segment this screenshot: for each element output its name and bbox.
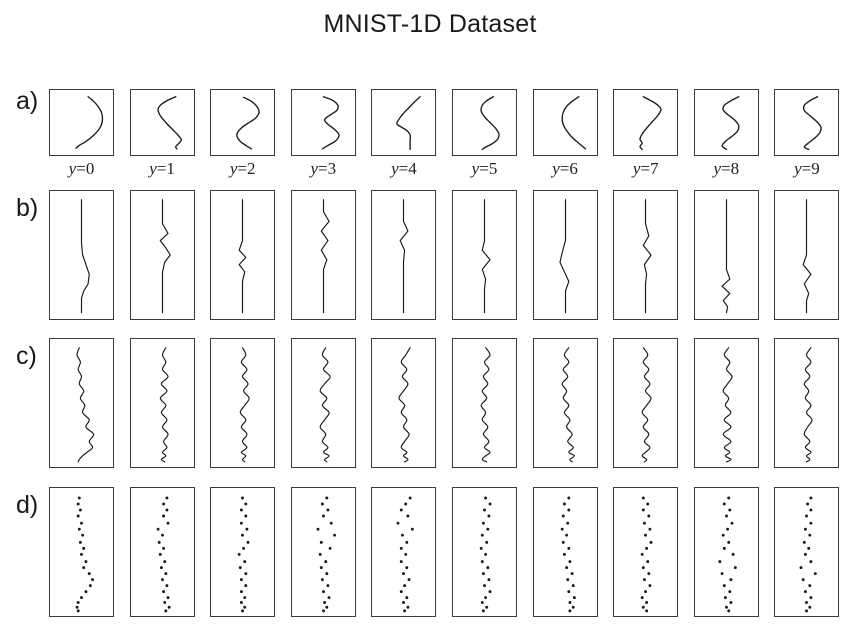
- class-label-equals: =: [156, 159, 167, 178]
- panel-b-class-7[interactable]: [613, 190, 679, 320]
- panel-c-class-2[interactable]: [210, 338, 276, 468]
- class-label-equals: =: [237, 159, 247, 178]
- class-label-1: y=1: [130, 159, 195, 179]
- class-label-3: y=3: [291, 159, 356, 179]
- row-label-c: c): [16, 342, 37, 370]
- class-label-variable: y: [229, 159, 238, 178]
- class-label-variable: y: [391, 159, 399, 178]
- class-label-equals: =: [479, 159, 489, 178]
- panel-d-class-7[interactable]: [613, 487, 679, 617]
- panel-d-class-1[interactable]: [129, 487, 195, 617]
- class-label-value: 5: [488, 159, 498, 178]
- panel-a-class-6[interactable]: [532, 89, 598, 156]
- row-label-d: d): [16, 491, 39, 519]
- class-label-value: 3: [327, 159, 337, 178]
- panel-c-class-4[interactable]: [371, 338, 437, 468]
- panel-b-class-9[interactable]: [774, 190, 840, 320]
- panel-row-c: c): [0, 338, 860, 468]
- panel-c-class-8[interactable]: [693, 338, 759, 468]
- panel-a-class-2[interactable]: [210, 89, 276, 156]
- panel-b-class-5[interactable]: [452, 190, 517, 320]
- class-label-equals: =: [318, 159, 328, 178]
- panel-c-class-7[interactable]: [613, 338, 679, 468]
- panel-b-class-2[interactable]: [210, 190, 276, 320]
- class-label-variable: y: [794, 159, 802, 178]
- panel-row-b: b): [0, 190, 860, 320]
- class-label-equals: =: [640, 159, 650, 178]
- class-label-equals: =: [76, 159, 86, 178]
- panel-row-d: d): [0, 487, 860, 617]
- class-label-variable: y: [713, 159, 722, 178]
- panel-c-class-0[interactable]: [49, 338, 114, 468]
- panel-a-class-9[interactable]: [774, 89, 840, 156]
- panel-d-class-9[interactable]: [774, 487, 840, 617]
- panel-c-class-1[interactable]: [129, 338, 195, 468]
- class-label-value: 4: [408, 159, 417, 178]
- class-label-equals: =: [801, 159, 812, 178]
- panel-b-class-0[interactable]: [49, 190, 114, 320]
- class-label-value: 9: [811, 159, 820, 178]
- class-label-value: 2: [247, 159, 256, 178]
- panel-b-class-3[interactable]: [290, 190, 356, 320]
- panel-c-class-5[interactable]: [452, 338, 517, 468]
- class-label-value: 6: [569, 159, 578, 178]
- panel-d-class-3[interactable]: [290, 487, 356, 617]
- panel-a-class-0[interactable]: [49, 89, 114, 156]
- class-label-6: y=6: [533, 159, 598, 179]
- panel-a-class-4[interactable]: [371, 89, 437, 156]
- figure-title: MNIST-1D Dataset: [323, 10, 537, 38]
- class-label-value: 1: [166, 159, 175, 178]
- class-label-variable: y: [471, 159, 480, 178]
- class-label-value: 8: [730, 159, 740, 178]
- class-label-value: 0: [85, 159, 95, 178]
- panel-b-class-1[interactable]: [129, 190, 195, 320]
- class-label-9: y=9: [774, 159, 839, 179]
- row-label-a: a): [16, 87, 39, 115]
- panel-b-class-6[interactable]: [532, 190, 598, 320]
- panel-c-class-6[interactable]: [532, 338, 598, 468]
- class-label-value: 7: [650, 159, 659, 178]
- class-label-variable: y: [149, 159, 157, 178]
- panel-d-class-2[interactable]: [210, 487, 276, 617]
- class-label-8: y=8: [694, 159, 759, 179]
- panel-c-class-3[interactable]: [290, 338, 356, 468]
- panel-d-class-0[interactable]: [49, 487, 114, 617]
- class-label-equals: =: [721, 159, 731, 178]
- panel-d-class-5[interactable]: [452, 487, 517, 617]
- class-label-variable: y: [552, 159, 560, 178]
- class-label-7: y=7: [613, 159, 678, 179]
- panel-d-class-6[interactable]: [532, 487, 598, 617]
- class-label-equals: =: [398, 159, 409, 178]
- panel-d-class-4[interactable]: [371, 487, 437, 617]
- class-label-variable: y: [68, 159, 77, 178]
- panel-a-class-1[interactable]: [129, 89, 195, 156]
- panel-b-class-4[interactable]: [371, 190, 437, 320]
- row-label-b: b): [16, 194, 39, 222]
- panel-d-class-8[interactable]: [693, 487, 759, 617]
- class-label-variable: y: [632, 159, 641, 178]
- panel-a-class-5[interactable]: [452, 89, 517, 156]
- class-label-0: y=0: [49, 159, 114, 179]
- panel-a-class-3[interactable]: [290, 89, 356, 156]
- class-label-variable: y: [310, 159, 319, 178]
- class-label-4: y=4: [371, 159, 436, 179]
- panel-a-class-8[interactable]: [693, 89, 759, 156]
- class-label-5: y=5: [452, 159, 517, 179]
- panel-row-a: a): [0, 87, 860, 156]
- panel-a-class-7[interactable]: [613, 89, 679, 156]
- panel-b-class-8[interactable]: [693, 190, 759, 320]
- class-label-equals: =: [559, 159, 570, 178]
- class-label-2: y=2: [210, 159, 275, 179]
- panel-c-class-9[interactable]: [774, 338, 840, 468]
